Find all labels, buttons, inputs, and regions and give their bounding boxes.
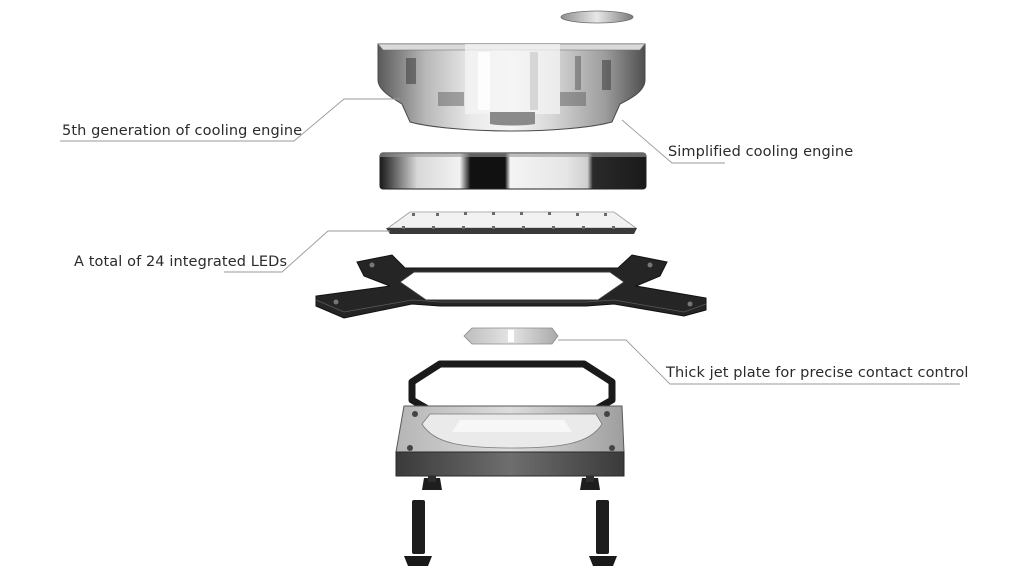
mounting-screws	[404, 500, 617, 566]
mounting-bracket	[315, 254, 707, 319]
callout-label-integrated-leds: A total of 24 integrated LEDs	[74, 254, 288, 270]
leader-cooling-engine-gen5	[60, 98, 400, 142]
standoffs	[422, 476, 600, 490]
cooling-engine-ring	[379, 152, 647, 190]
callout-label-jet-plate: Thick jet plate for precise contact cont…	[666, 365, 969, 381]
cooling-engine-block	[377, 43, 646, 132]
callout-label-simplified-engine: Simplified cooling engine	[668, 144, 854, 160]
top-cap-disc	[560, 10, 634, 24]
jet-plate	[463, 327, 559, 345]
led-ring	[386, 211, 638, 234]
leader-lines	[60, 98, 960, 385]
leader-integrated-leds	[224, 230, 390, 273]
cold-plate-base	[395, 405, 625, 477]
leader-jet-plate	[558, 339, 960, 385]
leader-simplified-engine	[621, 119, 725, 164]
callout-label-cooling-engine-gen5: 5th generation of cooling engine	[62, 123, 303, 139]
